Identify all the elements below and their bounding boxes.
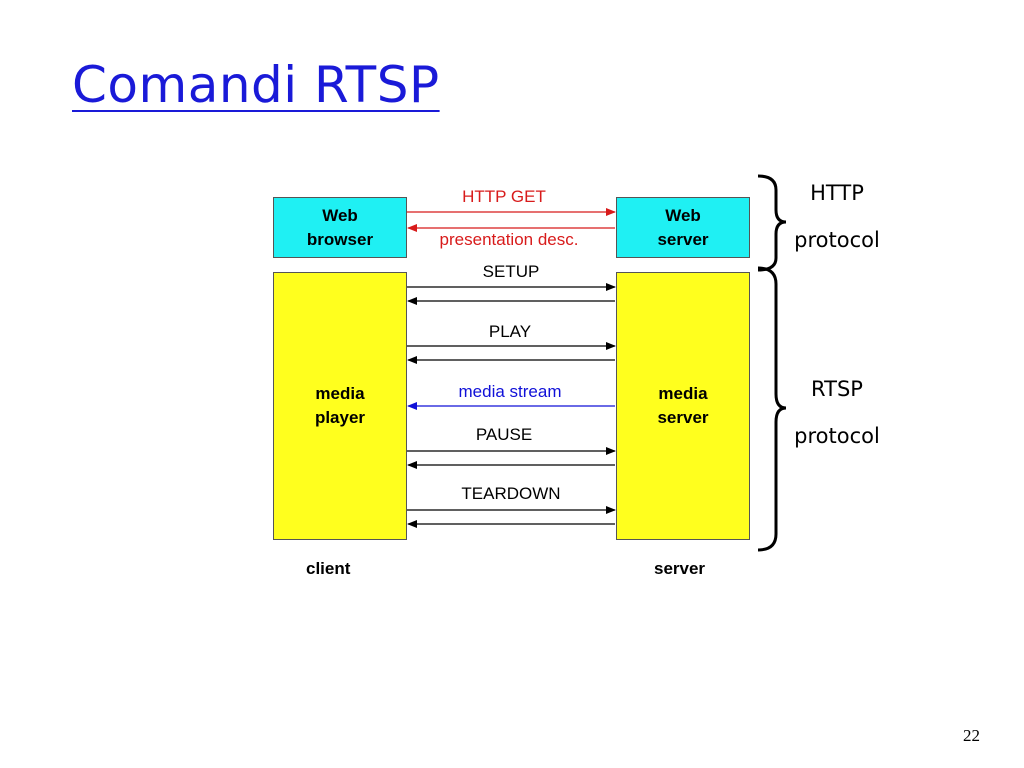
media-stream-label: media stream bbox=[458, 382, 562, 401]
play-label: PLAY bbox=[488, 322, 532, 341]
media-server-label: media server bbox=[657, 384, 709, 427]
page-number: 22 bbox=[963, 726, 980, 745]
http-label-line2: protocol bbox=[794, 228, 880, 252]
http-label-line1: HTTP bbox=[810, 181, 864, 205]
slide-title: Comandi RTSP bbox=[72, 56, 440, 114]
media-player-label: media player bbox=[314, 384, 366, 427]
rtsp-label-line2: protocol bbox=[794, 424, 880, 448]
http-get-label: HTTP GET bbox=[462, 187, 546, 206]
rtsp-brace bbox=[757, 266, 787, 552]
pause-label: PAUSE bbox=[475, 425, 533, 444]
presentation-desc-label: presentation desc. bbox=[439, 230, 579, 249]
web-server-box: Web server bbox=[616, 197, 750, 258]
http-brace bbox=[757, 174, 787, 272]
media-server-box: media server bbox=[616, 272, 750, 540]
web-browser-label: Web browser bbox=[306, 205, 374, 249]
web-browser-box: Web browser bbox=[273, 197, 407, 258]
client-label: client bbox=[306, 559, 351, 578]
server-label: server bbox=[654, 559, 706, 578]
rtsp-label-line1: RTSP bbox=[811, 377, 863, 401]
media-player-box: media player bbox=[273, 272, 407, 540]
web-server-label: Web server bbox=[657, 205, 709, 249]
setup-label: SETUP bbox=[482, 262, 540, 281]
teardown-label: TEARDOWN bbox=[461, 484, 561, 503]
